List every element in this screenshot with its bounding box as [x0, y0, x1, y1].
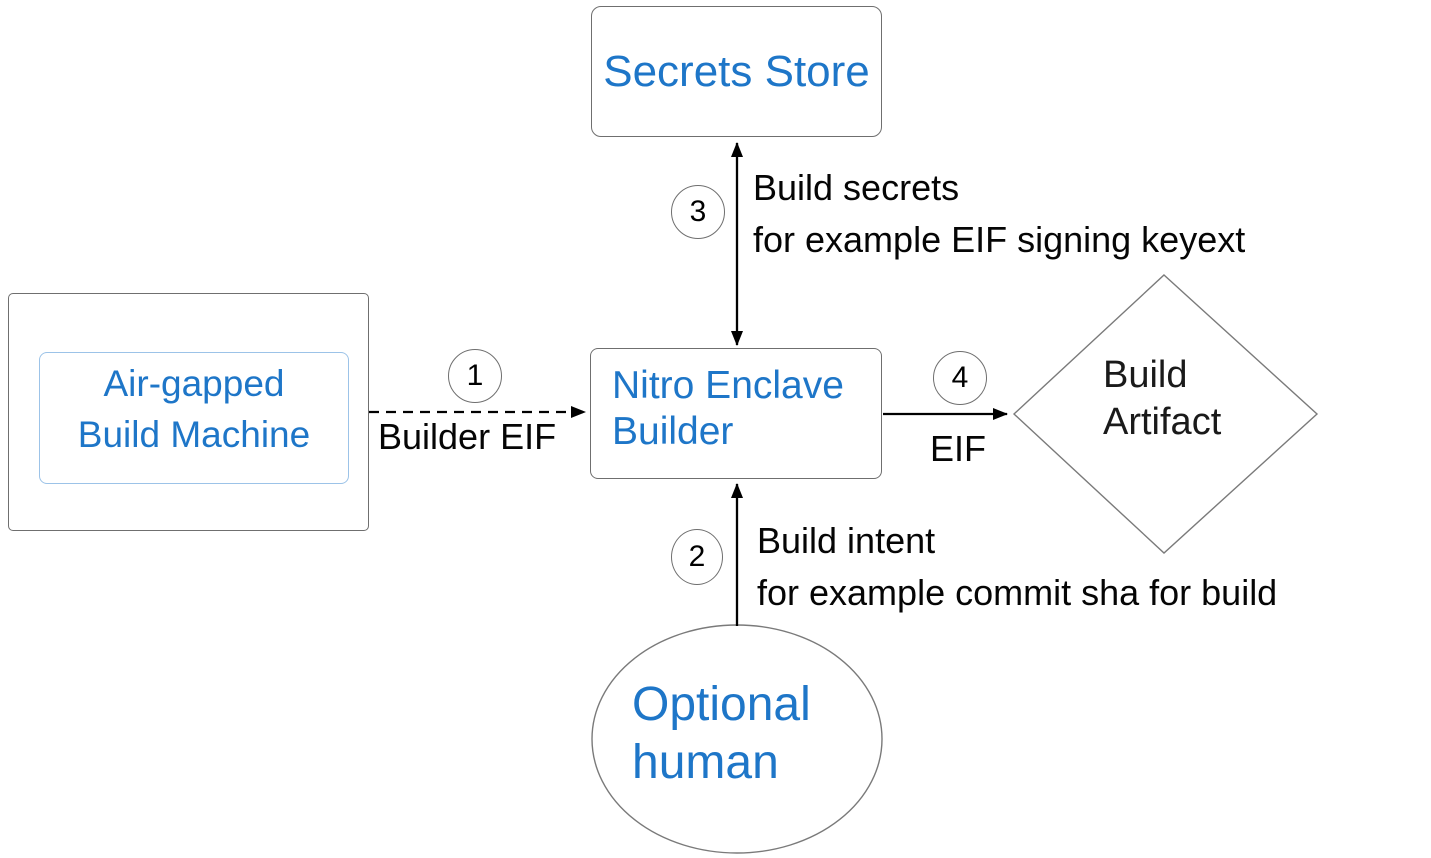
- secrets-store-node: Secrets Store: [591, 6, 882, 137]
- edge-2-label: Build intent for example commit sha for …: [757, 520, 1278, 613]
- step-4-number: 4: [951, 361, 969, 394]
- air-gapped-inner-box: [39, 352, 349, 484]
- step-3-number: 3: [689, 195, 707, 228]
- nitro-enclave-builder-node: [590, 348, 882, 479]
- secrets-store-label: Secrets Store: [603, 46, 870, 96]
- nitro-enclave-builder-label: Nitro Enclave Builder: [612, 364, 844, 453]
- edge-1-label: Builder EIF: [378, 416, 557, 457]
- step-4-badge: 4: [933, 351, 987, 405]
- edge-4-label: EIF: [930, 428, 987, 469]
- step-3-badge: 3: [671, 185, 725, 239]
- build-artifact-diamond-shape: [1012, 274, 1319, 554]
- step-2-number: 2: [688, 540, 706, 573]
- edge-3-label: Build secrets for example EIF signing ke…: [753, 167, 1246, 260]
- air-gapped-build-machine-label: Air-gapped Build Machine: [77, 363, 311, 455]
- build-artifact-label: Build Artifact: [1103, 354, 1222, 443]
- step-1-badge: 1: [448, 349, 502, 403]
- optional-human-label: Optional human: [632, 678, 811, 789]
- step-1-number: 1: [466, 359, 484, 392]
- step-2-badge: 2: [671, 529, 723, 585]
